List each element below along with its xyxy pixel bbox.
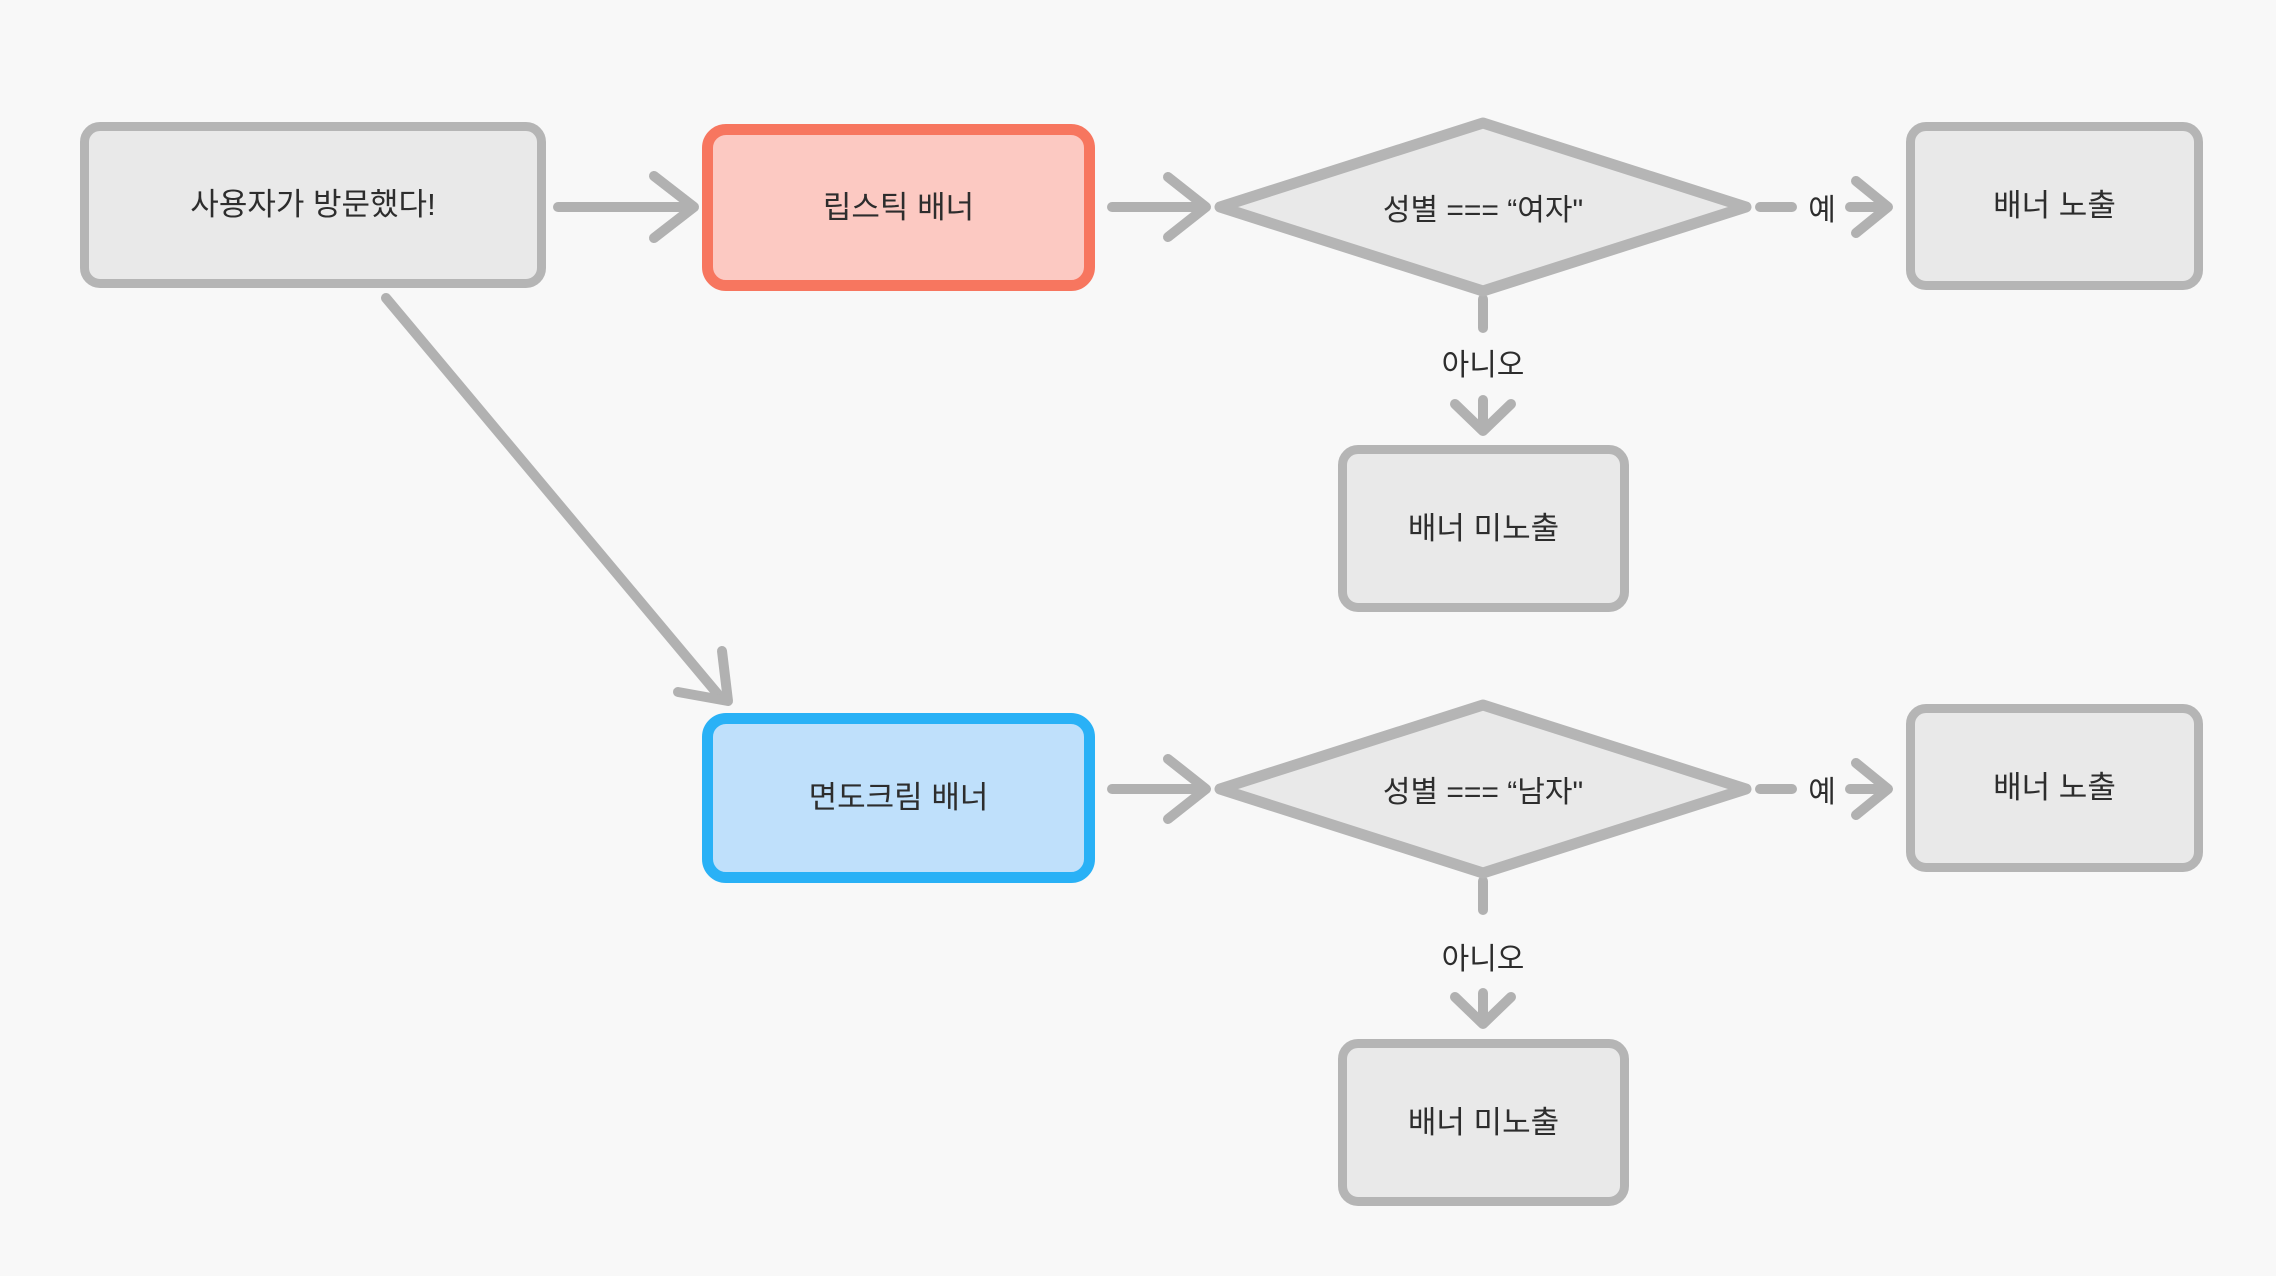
edge-label-no-male: 아니오 bbox=[1441, 943, 1525, 976]
node-start-label: 사용자가 방문했다! bbox=[190, 187, 436, 223]
edge-yes-female-arrowhead bbox=[1851, 176, 1893, 238]
edge-label-no-female: 아니오 bbox=[1441, 349, 1525, 382]
node-banner-hide-female-label: 배너 미노출 bbox=[1407, 510, 1560, 546]
node-lipstick-banner: 립스틱 배너 bbox=[702, 124, 1095, 291]
node-banner-hide-female: 배너 미노출 bbox=[1338, 445, 1629, 612]
node-banner-show-male-label: 배너 노출 bbox=[1993, 770, 2116, 806]
node-banner-show-female-label: 배너 노출 bbox=[1993, 188, 2116, 224]
edge-no-female-arrowhead bbox=[1450, 399, 1516, 436]
edge-shaving-to-decision-arrowhead bbox=[1163, 754, 1211, 824]
node-shaving-banner-label: 면도크림 배너 bbox=[808, 780, 989, 816]
edge-start-to-shaving-arrowhead bbox=[673, 646, 733, 706]
node-banner-hide-male: 배너 미노출 bbox=[1338, 1039, 1629, 1206]
decision-male-label: 성별 === “남자" bbox=[1382, 776, 1584, 809]
edge-no-male-arrowhead bbox=[1450, 992, 1516, 1029]
edge-label-yes-female: 예 bbox=[1808, 194, 1836, 227]
edge-yes-male-arrowhead bbox=[1851, 758, 1893, 820]
edge-start-to-lipstick-arrowhead bbox=[649, 171, 699, 243]
node-shaving-banner: 면도크림 배너 bbox=[702, 713, 1095, 883]
decision-female-label: 성별 === “여자" bbox=[1382, 194, 1584, 227]
edge-label-yes-male: 예 bbox=[1808, 776, 1836, 809]
node-start: 사용자가 방문했다! bbox=[80, 122, 546, 288]
node-banner-show-female: 배너 노출 bbox=[1906, 122, 2203, 290]
node-lipstick-banner-label: 립스틱 배너 bbox=[822, 189, 975, 225]
node-banner-hide-male-label: 배너 미노출 bbox=[1407, 1104, 1560, 1140]
edge-start-to-shaving-shaft bbox=[381, 293, 726, 703]
decision-diamond-female bbox=[1214, 117, 1752, 297]
decision-diamond-male bbox=[1214, 699, 1752, 879]
node-banner-show-male: 배너 노출 bbox=[1906, 704, 2203, 872]
edge-lipstick-to-decision-arrowhead bbox=[1163, 172, 1211, 242]
